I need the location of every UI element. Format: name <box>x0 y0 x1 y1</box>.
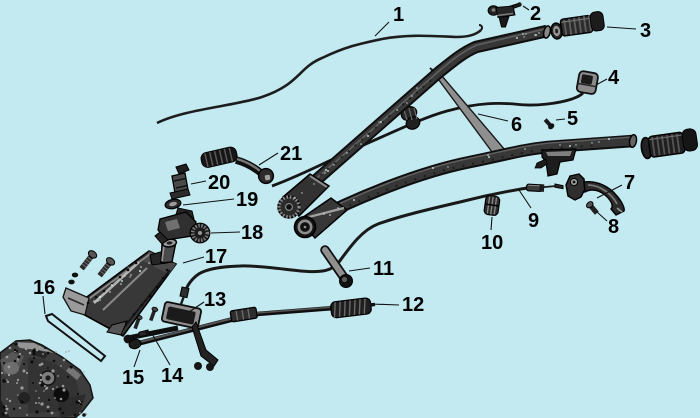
svg-text:2: 2 <box>530 3 541 25</box>
svg-text:15: 15 <box>122 367 144 389</box>
svg-text:19: 19 <box>236 189 258 211</box>
svg-text:1: 1 <box>393 4 404 26</box>
svg-text:21: 21 <box>280 143 302 165</box>
svg-text:9: 9 <box>528 210 539 232</box>
svg-text:6: 6 <box>511 114 522 136</box>
svg-text:12: 12 <box>402 294 424 316</box>
svg-text:14: 14 <box>161 365 184 387</box>
svg-text:3: 3 <box>640 20 651 42</box>
svg-text:7: 7 <box>624 172 635 194</box>
svg-text:10: 10 <box>481 232 503 254</box>
svg-text:5: 5 <box>567 108 578 130</box>
svg-text:18: 18 <box>241 222 263 244</box>
svg-text:20: 20 <box>208 172 230 194</box>
svg-text:16: 16 <box>33 277 55 299</box>
svg-text:17: 17 <box>205 246 227 268</box>
svg-text:13: 13 <box>204 289 226 311</box>
svg-text:11: 11 <box>373 258 394 280</box>
svg-text:8: 8 <box>608 216 619 238</box>
svg-text:4: 4 <box>608 67 620 89</box>
